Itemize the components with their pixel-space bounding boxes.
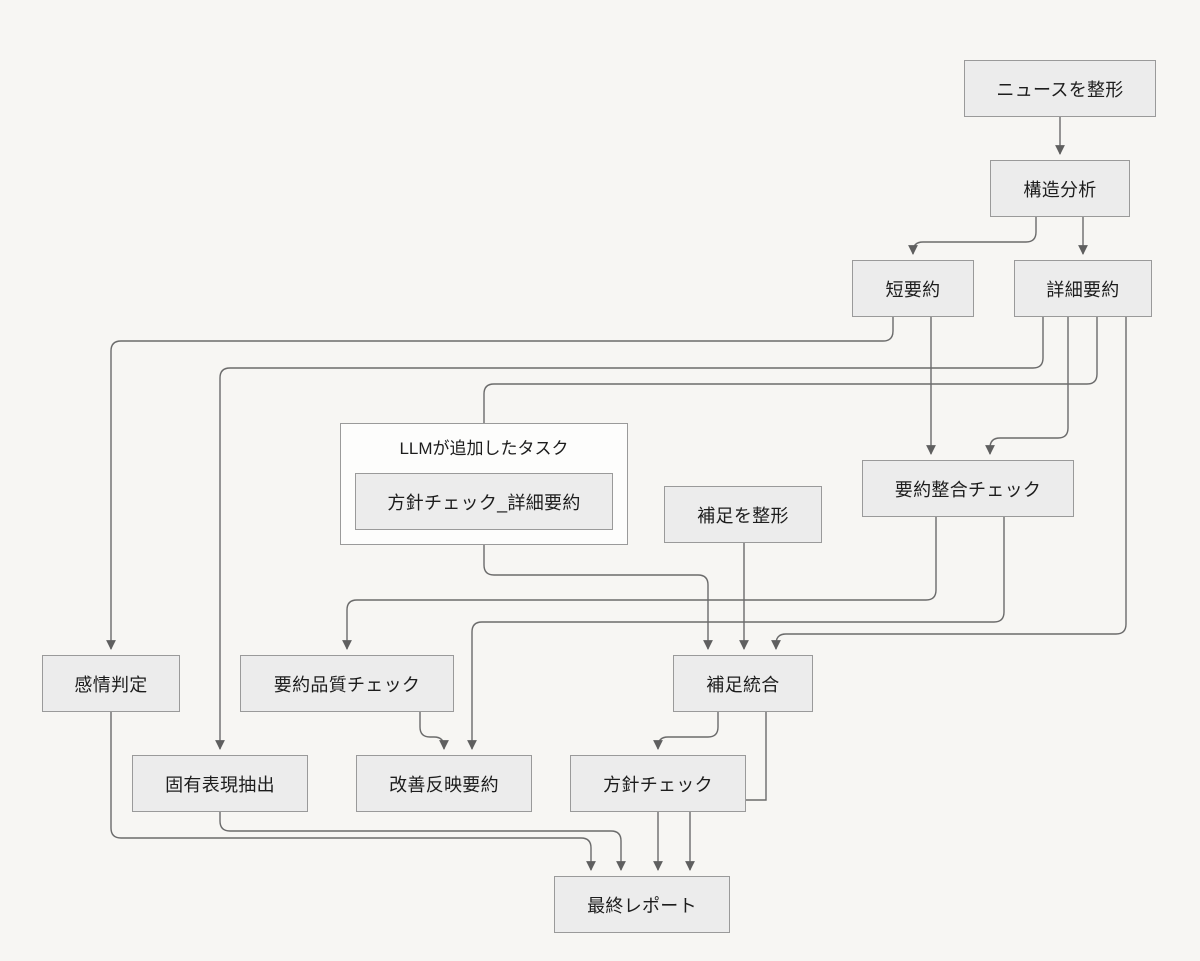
edge-policy-detail-to-suppl-merge [483,530,713,650]
node-named-entity-extraction[interactable]: 固有表現抽出 [132,755,308,812]
edge-detail-sum-to-policy-detail [479,317,1098,468]
edge-sum-quality-to-improved-sum [419,712,449,750]
edge-ner-to-final-report [219,812,626,871]
node-news-format[interactable]: ニュースを整形 [964,60,1156,117]
edge-detail-sum-to-suppl-merge [771,317,1127,650]
node-policy-check[interactable]: 方針チェック [570,755,746,812]
edge-sum-consist-to-sum-quality [342,517,937,650]
node-supplement-merge[interactable]: 補足統合 [673,655,813,712]
node-short-summary[interactable]: 短要約 [852,260,974,317]
node-summary-quality-check[interactable]: 要約品質チェック [240,655,454,712]
edge-sum-consist-to-improved-sum [467,517,1005,750]
node-detail-summary[interactable]: 詳細要約 [1014,260,1152,317]
node-improved-summary[interactable]: 改善反映要約 [356,755,532,812]
edge-sentiment-to-final-report [110,712,596,871]
edge-short-sum-to-sentiment [106,317,894,650]
node-summary-consistency-check[interactable]: 要約整合チェック [862,460,1074,517]
edge-detail-sum-to-sum-consist [985,317,1069,455]
edge-detail-sum-to-ner [215,317,1044,750]
edge-structure-to-short-sum [908,217,1037,255]
node-policy-check-detail-summary[interactable]: 方針チェック_詳細要約 [355,473,613,530]
edge-suppl-merge-to-policy-check [653,712,719,750]
node-sentiment-judgement[interactable]: 感情判定 [42,655,180,712]
node-structure-analysis[interactable]: 構造分析 [990,160,1130,217]
node-final-report[interactable]: 最終レポート [554,876,730,933]
cluster-label: LLMが追加したタスク [399,439,569,458]
node-supplement-format[interactable]: 補足を整形 [664,486,822,543]
